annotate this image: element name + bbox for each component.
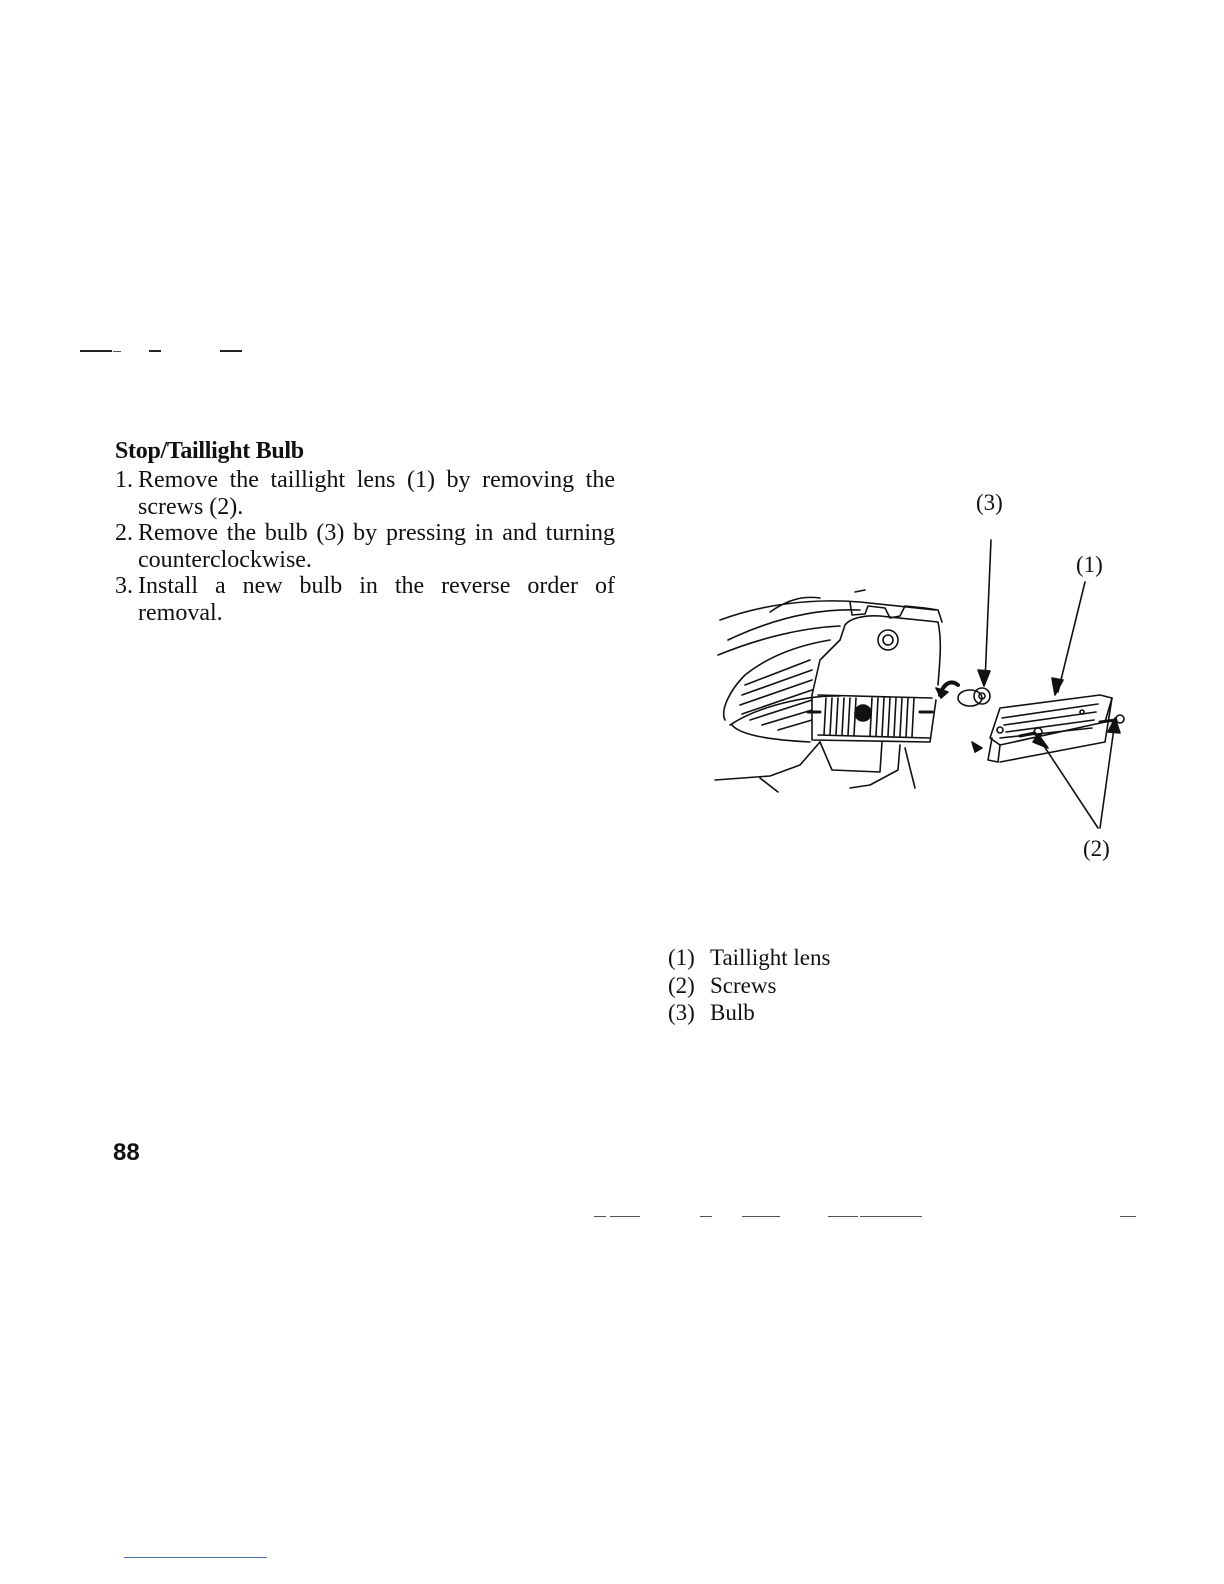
- legend-number: (1): [668, 944, 710, 972]
- callout-leaders: [978, 540, 1120, 828]
- scan-mark: [742, 1216, 780, 1217]
- scan-mark: [610, 1216, 640, 1217]
- callout-screws: (2): [1083, 836, 1110, 862]
- instruction-section: Stop/Taillight Bulb 1. Remove the tailli…: [115, 437, 615, 626]
- page-number: 88: [113, 1139, 140, 1167]
- scan-mark: [1120, 1216, 1136, 1217]
- taillight-drawing: [700, 480, 1140, 870]
- legend-label: Taillight lens: [710, 944, 830, 972]
- section-heading: Stop/Taillight Bulb: [115, 437, 615, 465]
- scan-mark: [80, 350, 112, 352]
- step-list: 1. Remove the taillight lens (1) by remo…: [115, 467, 615, 626]
- scan-mark: [828, 1216, 858, 1217]
- callout-lens: (1): [1076, 552, 1103, 578]
- legend-label: Bulb: [710, 999, 755, 1027]
- legend-item: (3) Bulb: [668, 999, 830, 1027]
- taillight-lens: [972, 695, 1112, 762]
- legend-item: (1) Taillight lens: [668, 944, 830, 972]
- scan-mark: [594, 1216, 606, 1217]
- scan-mark: [860, 1216, 922, 1217]
- step-text: Remove the bulb (3) by pressing in and t…: [138, 520, 615, 573]
- step-number: 1.: [115, 467, 133, 494]
- figure-legend: (1) Taillight lens (2) Screws (3) Bulb: [668, 944, 830, 1027]
- callout-bulb: (3): [976, 490, 1003, 516]
- scan-mark: [220, 350, 242, 352]
- step-item: 2. Remove the bulb (3) by pressing in an…: [115, 520, 615, 573]
- legend-label: Screws: [710, 972, 776, 1000]
- legend-item: (2) Screws: [668, 972, 830, 1000]
- legend-number: (2): [668, 972, 710, 1000]
- scan-mark: [149, 350, 161, 352]
- step-number: 3.: [115, 573, 133, 600]
- scan-mark: [113, 351, 121, 352]
- step-number: 2.: [115, 520, 133, 547]
- step-text: Install a new bulb in the reverse order …: [138, 573, 615, 626]
- step-text: Remove the taillight lens (1) by removin…: [138, 467, 615, 520]
- bulb: [936, 682, 990, 706]
- step-item: 3. Install a new bulb in the reverse ord…: [115, 573, 615, 626]
- legend-number: (3): [668, 999, 710, 1027]
- step-item: 1. Remove the taillight lens (1) by remo…: [115, 467, 615, 520]
- fender-body: [715, 590, 942, 792]
- scan-mark: [700, 1216, 712, 1217]
- taillight-illustration: (3) (1) (2): [700, 480, 1140, 870]
- bottom-rule: [124, 1557, 267, 1558]
